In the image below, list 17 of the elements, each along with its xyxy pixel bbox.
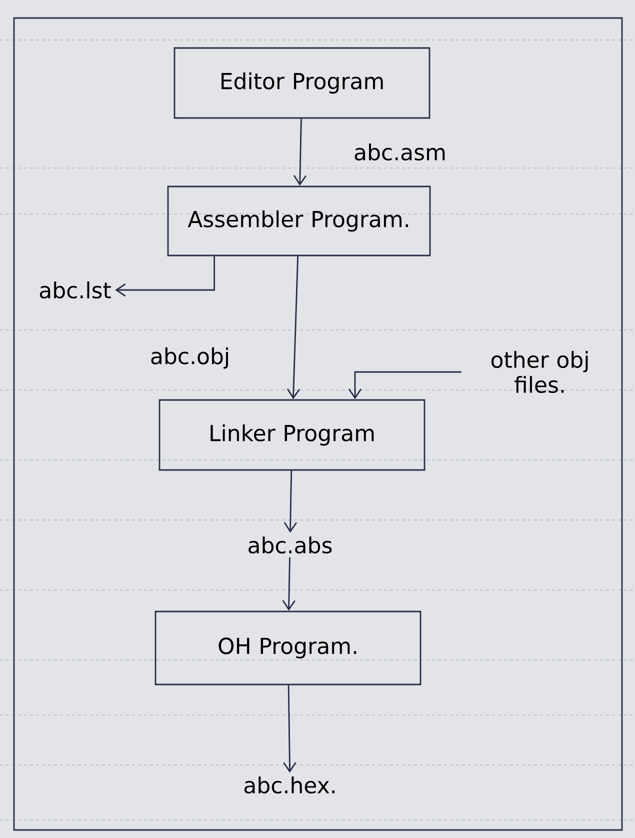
file-label: abc.lst — [40, 282, 111, 299]
process-box: Linker Program — [158, 399, 426, 471]
arrow — [282, 557, 296, 611]
edge-label: abc.obj — [151, 347, 228, 369]
arrow — [115, 256, 215, 297]
edge-label: abc.asm — [354, 143, 445, 161]
arrow — [293, 118, 307, 186]
file-label: abc.abs — [248, 536, 332, 554]
arrow — [283, 685, 296, 773]
file-label: abc.hex. — [244, 776, 334, 794]
process-box: Assembler Program. — [167, 186, 431, 256]
file-label: other obj files. — [491, 351, 588, 394]
arrow — [284, 470, 297, 533]
process-box: Editor Program — [174, 47, 430, 119]
process-box: OH Program. — [154, 610, 422, 686]
arrow — [348, 371, 462, 400]
arrow — [286, 256, 300, 400]
